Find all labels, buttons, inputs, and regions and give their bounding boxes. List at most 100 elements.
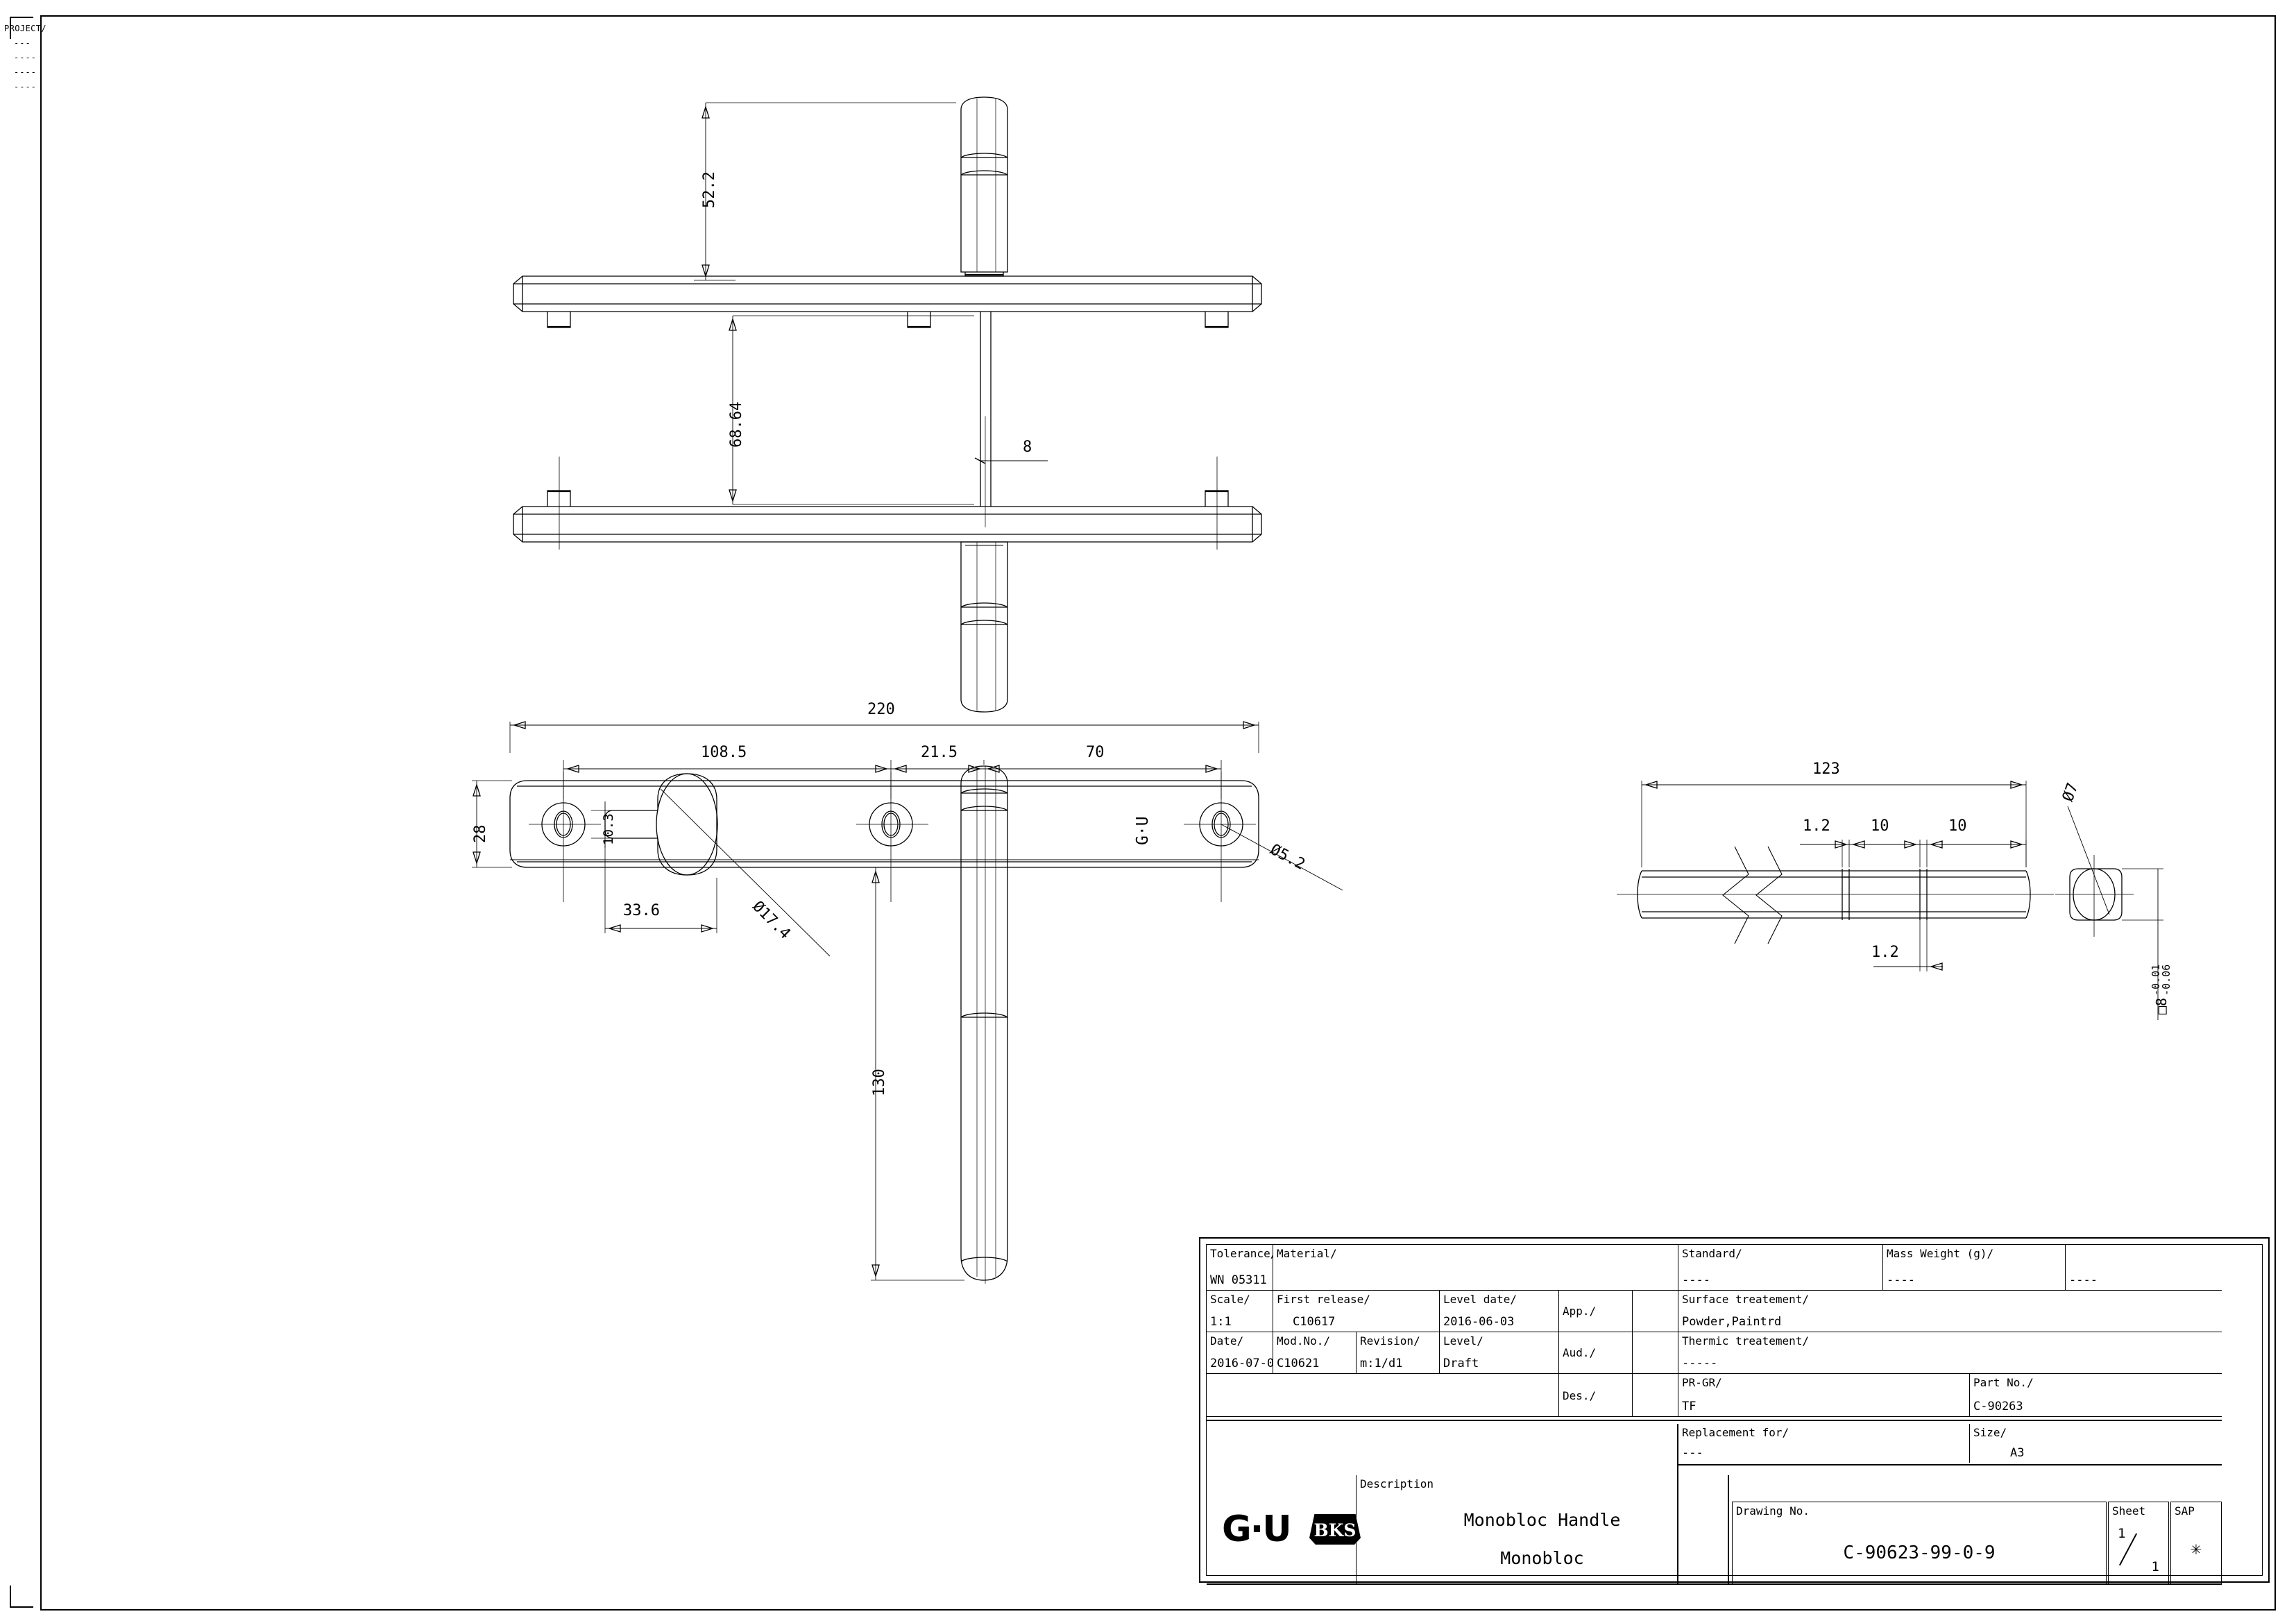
mod-no-value: C10621 — [1277, 1357, 1320, 1370]
dim-10-a: 10 — [1871, 817, 1889, 835]
level-date-label: Level date/ — [1443, 1293, 1517, 1306]
cell-mass-weight-2: ---- — [2066, 1245, 2222, 1291]
cell-tolerance: Tolerance/ WN 05311 — [1207, 1245, 1273, 1291]
cell-level-date: Level date/ 2016-06-03 — [1440, 1291, 1559, 1332]
drawing-no-cell: Drawing No. C-90623-99-0-9 — [1732, 1502, 2107, 1585]
tolerance-label: Tolerance/ — [1210, 1247, 1273, 1260]
dim-square-8-tol-lower: -0.06 — [2160, 964, 2172, 996]
gu-logo: G·U — [1222, 1509, 1292, 1550]
cell-scale: Scale/ 1:1 — [1207, 1291, 1273, 1332]
size-label: Size/ — [1973, 1426, 2007, 1439]
sheet-border — [40, 15, 2276, 1611]
dim-1-2-top: 1.2 — [1803, 817, 1830, 835]
level-label: Level/ — [1443, 1334, 1483, 1348]
cell-mod-no: Mod.No./ C10621 — [1273, 1332, 1357, 1374]
cell-replacement-for: Replacement for/ --- — [1678, 1424, 1970, 1463]
thermic-treatment-value: ----- — [1682, 1357, 1718, 1370]
project-label: PROJECT/ — [4, 24, 46, 33]
cell-blank-left — [1207, 1374, 1559, 1417]
cell-part-no: Part No./ C-90263 — [1970, 1374, 2222, 1417]
title-block-inner-frame: Tolerance/ WN 05311 Material/ Standard/ … — [1206, 1244, 2263, 1585]
tolerance-value: WN 05311 — [1210, 1273, 1267, 1287]
cell-app-sign — [1633, 1291, 1678, 1332]
level-date-value: 2016-06-03 — [1443, 1315, 1515, 1329]
cell-level: Level/ Draft — [1440, 1332, 1559, 1374]
bks-logo-shield: BKS — [1309, 1514, 1361, 1545]
aud-label: Aud./ — [1563, 1346, 1597, 1359]
mass-weight-label: Mass Weight (g)/ — [1887, 1247, 1994, 1260]
dim-10-b: 10 — [1948, 817, 1967, 835]
project-line-3: ---- — [14, 82, 37, 92]
standard-value: ---- — [1682, 1273, 1710, 1287]
cell-thermic-treatment: Thermic treatement/ ----- — [1678, 1332, 2222, 1374]
project-line-2: ---- — [14, 67, 37, 77]
des-label: Des./ — [1563, 1389, 1597, 1402]
first-release-label: First release/ — [1277, 1293, 1370, 1306]
scale-label: Scale/ — [1210, 1293, 1250, 1306]
description-line-1: Monobloc Handle — [1463, 1510, 1621, 1530]
level-value: Draft — [1443, 1357, 1479, 1370]
cell-aud-sign — [1633, 1332, 1678, 1374]
sheet-numerator: 1 — [2118, 1526, 2126, 1541]
title-block: Tolerance/ WN 05311 Material/ Standard/ … — [1199, 1237, 2270, 1585]
cell-date: Date/ 2016-07-07 — [1207, 1332, 1273, 1374]
mass-weight-2-value: ---- — [2069, 1273, 2098, 1287]
dim-square-8-value: □8 — [2153, 997, 2170, 1014]
mod-no-label: Mod.No./ — [1277, 1334, 1331, 1348]
app-label: App./ — [1563, 1305, 1597, 1318]
dim-1-2-bottom: 1.2 — [1871, 944, 1899, 961]
revision-label: Revision/ — [1360, 1334, 1420, 1348]
project-line-1: ---- — [14, 53, 37, 62]
cell-des-sign — [1633, 1374, 1678, 1417]
sheet-cell: Sheet 1 1 — [2108, 1502, 2169, 1585]
surface-treatment-label: Surface treatement/ — [1682, 1293, 1810, 1306]
title-block-vertical-divider — [1677, 1424, 1678, 1585]
sheet-label: Sheet — [2112, 1504, 2146, 1518]
sap-label: SAP — [2175, 1504, 2195, 1518]
title-block-bottom-rule — [1207, 1583, 2222, 1585]
cell-app: App./ — [1559, 1291, 1633, 1332]
dim-70: 70 — [1086, 744, 1105, 761]
cell-size: Size/ A3 — [1970, 1424, 2222, 1463]
sap-cell: SAP ✳ — [2170, 1502, 2222, 1585]
cell-standard: Standard/ ---- — [1678, 1245, 1883, 1291]
part-no-value: C-90263 — [1973, 1400, 2023, 1413]
dim-33-6: 33.6 — [623, 902, 660, 919]
cell-revision: Revision/ m:1/d1 — [1357, 1332, 1440, 1374]
mass-weight-value: ---- — [1887, 1273, 1915, 1287]
cell-mass-weight: Mass Weight (g)/ ---- — [1883, 1245, 2066, 1291]
cell-first-release: First release/ C10617 — [1273, 1291, 1440, 1332]
project-block: PROJECT/ --- ---- ---- ---- — [4, 24, 46, 92]
corner-mark-top-left — [10, 17, 33, 39]
replacement-for-label: Replacement for/ — [1682, 1426, 1789, 1439]
pr-gr-label: PR-GR/ — [1682, 1376, 1722, 1389]
surface-treatment-value: Powder,Paintrd — [1682, 1315, 1782, 1329]
description-cell: Description Monobloc Handle Monobloc — [1357, 1475, 1729, 1585]
date-label: Date/ — [1210, 1334, 1244, 1348]
dim-123: 123 — [1812, 760, 1840, 778]
sheet-fraction: 1 1 — [2109, 1526, 2168, 1574]
thermic-treatment-label: Thermic treatement/ — [1682, 1334, 1810, 1348]
first-release-value: C10617 — [1293, 1315, 1336, 1329]
revision-value: m:1/d1 — [1360, 1357, 1403, 1370]
size-value: A3 — [2010, 1446, 2025, 1460]
drawing-no-label: Drawing No. — [1736, 1504, 1810, 1518]
cell-pr-gr: PR-GR/ TF — [1678, 1374, 1970, 1417]
date-value: 2016-07-07 — [1210, 1357, 1273, 1370]
logo-cell: G·U BKS — [1207, 1475, 1361, 1585]
description-label: Description — [1360, 1477, 1434, 1490]
scale-value: 1:1 — [1210, 1315, 1232, 1329]
bks-logo-text: BKS — [1313, 1520, 1357, 1540]
cell-surface-treatment: Surface treatement/ Powder,Paintrd — [1678, 1291, 2222, 1332]
corner-mark-bottom-left — [10, 1586, 33, 1608]
project-line-0: --- — [14, 38, 31, 48]
cell-des: Des./ — [1559, 1374, 1633, 1417]
dim-8: 8 — [1023, 439, 1032, 456]
standard-label: Standard/ — [1682, 1247, 1742, 1260]
cell-aud: Aud./ — [1559, 1332, 1633, 1374]
sap-asterisk-icon: ✳ — [2191, 1538, 2202, 1559]
pr-gr-value: TF — [1682, 1400, 1697, 1413]
